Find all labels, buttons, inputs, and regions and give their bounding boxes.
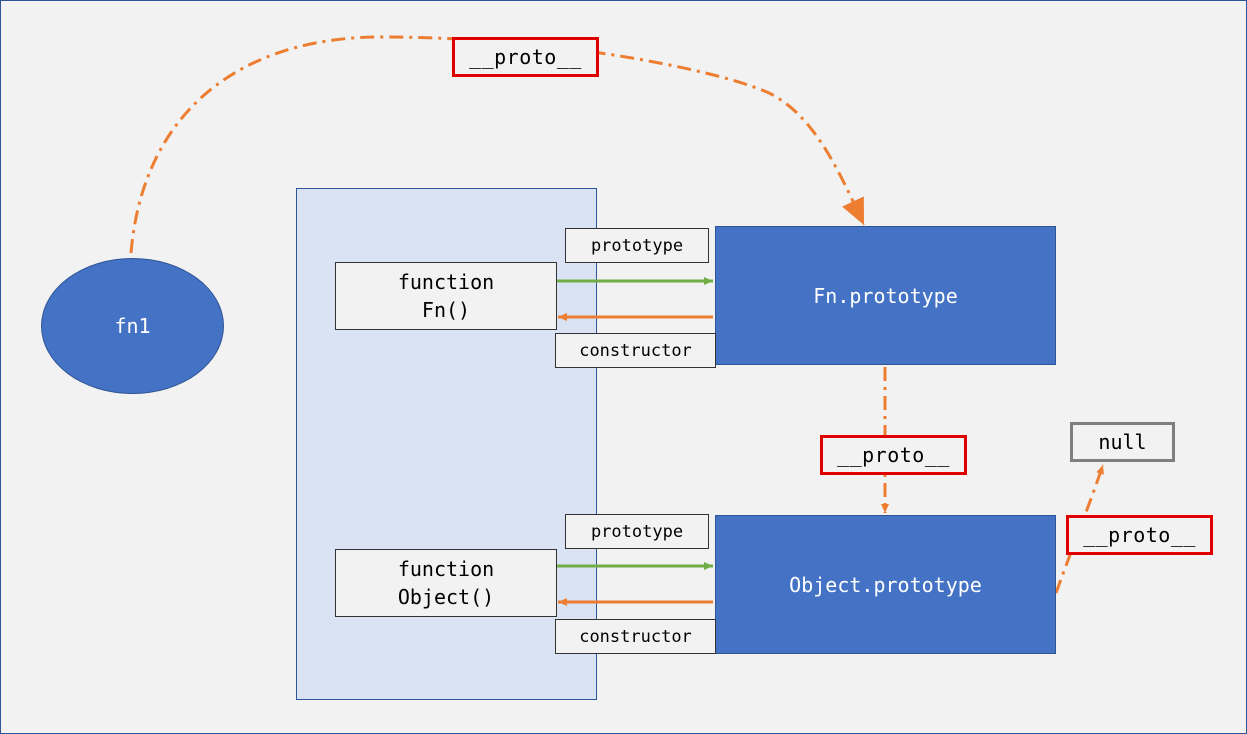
object-prototype-proto-label: __proto__ [1066,515,1213,555]
function-object-keyword: function [397,557,495,581]
null-label: null [1098,430,1147,454]
fn-constructor-edge-label: constructor [555,333,716,368]
function-fn-box: function Fn() [335,262,557,330]
object-prototype-node: Object.prototype [715,515,1056,654]
object-prototype-edge-label: prototype [565,514,709,549]
function-object-name: Object() [397,585,495,609]
null-terminal-node: null [1070,422,1175,462]
instance-label: fn1 [114,314,151,338]
instance-node-fn1: fn1 [41,258,224,394]
function-fn-name: Fn() [421,298,471,322]
function-fn-keyword: function [397,270,495,294]
object-constructor-edge-label: constructor [555,619,716,654]
fn-prototype-node: Fn.prototype [715,226,1056,365]
fn1-proto-label: __proto__ [452,37,599,77]
function-object-box: function Object() [335,549,557,617]
fn-prototype-proto-label: __proto__ [820,435,967,475]
fn-prototype-edge-label: prototype [565,228,709,263]
fn-prototype-label: Fn.prototype [813,283,958,308]
object-prototype-label: Object.prototype [789,572,982,597]
